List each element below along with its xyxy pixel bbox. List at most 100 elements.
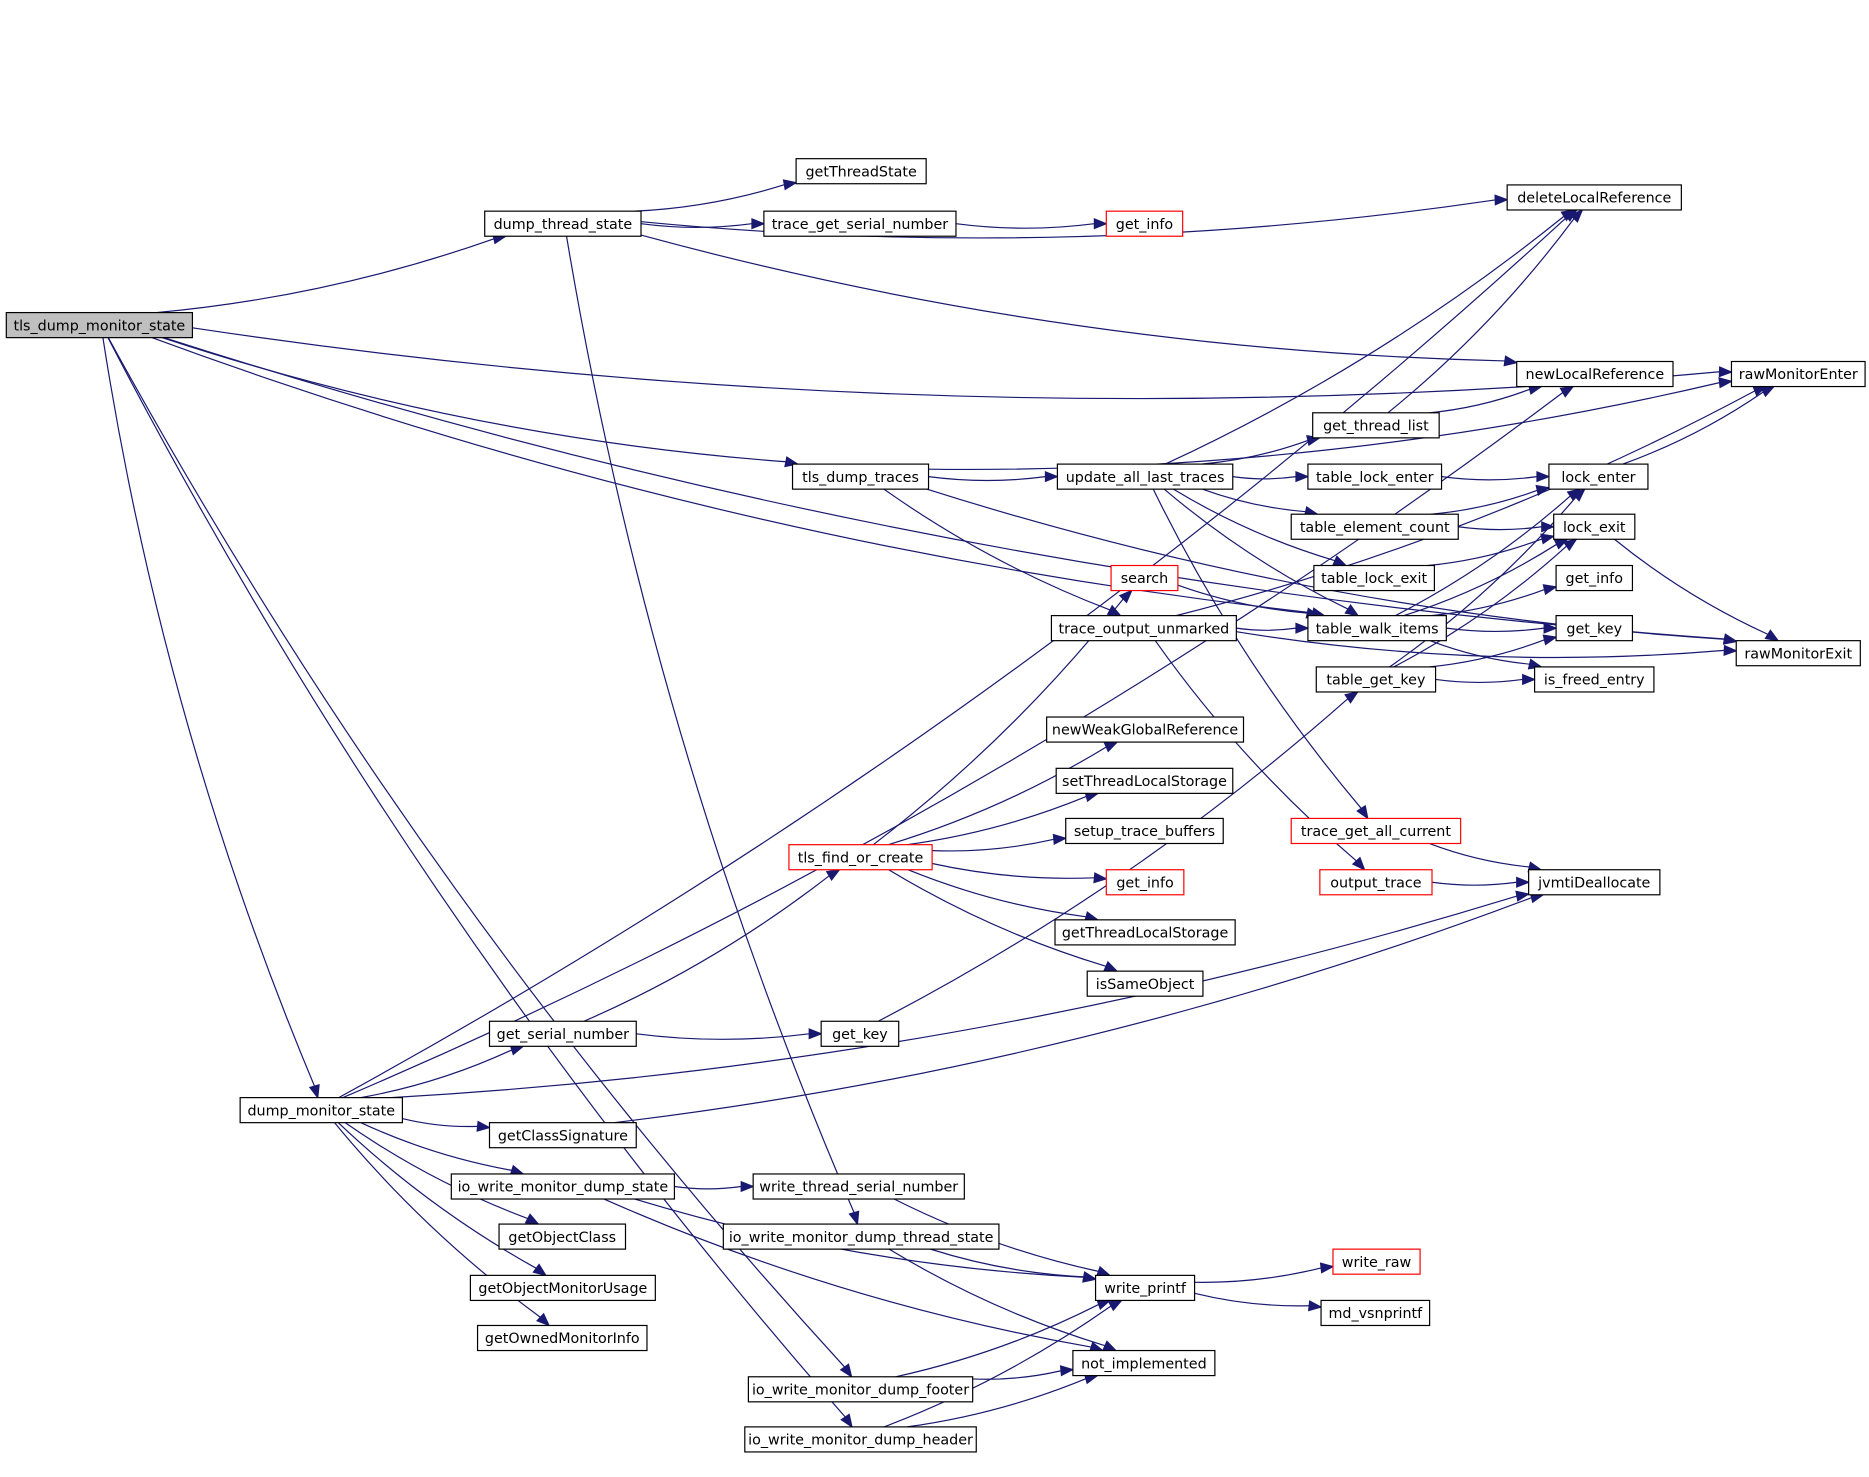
node-label: setup_trace_buffers	[1074, 824, 1215, 840]
edge-dump_monitor_state-to-jvmtiDeallocate	[391, 895, 1518, 1099]
node-label: lock_exit	[1563, 520, 1626, 536]
edge-update_all_last_traces-to-deleteLocalReference	[1164, 215, 1565, 465]
node-table_walk_items[interactable]: table_walk_items	[1307, 615, 1447, 642]
node-setup_trace_buffers[interactable]: setup_trace_buffers	[1065, 817, 1224, 845]
edge-trace_get_all_current-to-jvmtiDeallocate	[1429, 842, 1530, 868]
node-box	[1290, 817, 1462, 845]
node-isSameObject[interactable]: isSameObject	[1086, 970, 1204, 997]
node-getOwnedMonitorInfo[interactable]: getOwnedMonitorInfo	[476, 1324, 648, 1352]
node-box	[791, 463, 930, 490]
node-dump_thread_state[interactable]: dump_thread_state	[484, 210, 642, 237]
node-get_key_1[interactable]: get_key	[1555, 615, 1634, 642]
node-box	[1320, 1299, 1431, 1327]
arrowhead-icon	[1319, 1262, 1335, 1274]
edge-dump_thread_state-to-trace_get_serial_number	[640, 223, 753, 228]
edge-dump_monitor_state-to-getClassSignature	[402, 1117, 478, 1128]
node-box	[1528, 869, 1661, 896]
node-lock_exit[interactable]: lock_exit	[1553, 513, 1636, 540]
node-get_info_2[interactable]: get_info	[1555, 564, 1634, 592]
edge-dump_thread_state-to-newLocalReference	[640, 234, 1505, 362]
node-is_freed_entry[interactable]: is_freed_entry	[1534, 666, 1655, 693]
arrowhead-icon	[1494, 194, 1509, 206]
node-get_key_2[interactable]: get_key	[820, 1020, 900, 1047]
node-label: md_vsnprintf	[1328, 1306, 1423, 1322]
node-label: get_serial_number	[497, 1027, 630, 1043]
edge-io_write_monitor_dump_state-to-not_implemented	[603, 1198, 1092, 1348]
node-io_write_monitor_dump_header[interactable]: io_write_monitor_dump_header	[744, 1426, 977, 1453]
arrowhead-icon	[808, 1028, 823, 1040]
node-write_printf[interactable]: write_printf	[1094, 1274, 1196, 1302]
node-rawMonitorExit[interactable]: rawMonitorExit	[1735, 640, 1861, 667]
edge-get_thread_list-to-newLocalReference	[1429, 388, 1530, 414]
node-tls_dump_traces[interactable]: tls_dump_traces	[791, 463, 930, 490]
node-trace_get_all_current[interactable]: trace_get_all_current	[1290, 817, 1462, 845]
node-rawMonitorEnter[interactable]: rawMonitorEnter	[1730, 360, 1866, 388]
node-newWeakGlobalReference[interactable]: newWeakGlobalReference	[1046, 716, 1245, 743]
nodes-layer: tls_dump_monitor_statedump_thread_stateg…	[5, 158, 1866, 1453]
node-getClassSignature[interactable]: getClassSignature	[488, 1122, 637, 1149]
edge-lock_exit-to-rawMonitorExit	[1614, 538, 1769, 635]
node-io_write_monitor_dump_state[interactable]: io_write_monitor_dump_state	[450, 1173, 676, 1200]
node-trace_get_serial_number[interactable]: trace_get_serial_number	[763, 210, 957, 237]
node-io_write_monitor_dump_footer[interactable]: io_write_monitor_dump_footer	[747, 1376, 974, 1403]
arrowhead-icon	[1540, 533, 1556, 545]
node-getObjectMonitorUsage[interactable]: getObjectMonitorUsage	[469, 1274, 656, 1302]
node-jvmtiDeallocate[interactable]: jvmtiDeallocate	[1528, 869, 1661, 896]
node-box	[469, 1274, 656, 1302]
arrowhead-icon	[1295, 470, 1310, 483]
node-label: table_lock_exit	[1321, 571, 1427, 587]
node-label: io_write_monitor_dump_thread_state	[729, 1230, 994, 1246]
arrowhead-icon	[782, 179, 798, 191]
node-getThreadState[interactable]: getThreadState	[795, 158, 927, 185]
arrowhead-icon	[1562, 538, 1578, 552]
node-setThreadLocalStorage[interactable]: setThreadLocalStorage	[1055, 767, 1234, 794]
node-box	[1516, 360, 1674, 388]
arrowhead-icon	[1102, 1340, 1118, 1352]
node-box	[1555, 615, 1634, 642]
node-table_lock_exit[interactable]: table_lock_exit	[1313, 564, 1435, 592]
node-write_raw[interactable]: write_raw	[1332, 1248, 1421, 1275]
node-label: output_trace	[1330, 875, 1421, 891]
edge-table_walk_items-to-lock_exit	[1403, 543, 1557, 617]
arrowhead-icon	[1059, 1365, 1075, 1377]
node-table_element_count[interactable]: table_element_count	[1290, 513, 1459, 540]
arrowhead-icon	[1118, 589, 1133, 604]
node-label: getThreadState	[805, 164, 917, 180]
node-get_thread_list[interactable]: get_thread_list	[1312, 412, 1440, 439]
edge-update_all_last_traces-to-table_lock_enter	[1232, 476, 1297, 480]
node-search[interactable]: search	[1110, 564, 1179, 592]
node-box	[1312, 412, 1440, 439]
node-getThreadLocalStorage[interactable]: getThreadLocalStorage	[1054, 919, 1236, 946]
node-label: table_lock_enter	[1316, 470, 1434, 486]
node-dump_monitor_state[interactable]: dump_monitor_state	[239, 1097, 403, 1124]
node-table_lock_enter[interactable]: table_lock_enter	[1307, 463, 1443, 490]
node-newLocalReference[interactable]: newLocalReference	[1516, 360, 1674, 388]
arrowhead-icon	[1093, 872, 1108, 884]
node-get_info_1[interactable]: get_info	[1105, 210, 1184, 237]
node-md_vsnprintf[interactable]: md_vsnprintf	[1320, 1299, 1431, 1327]
node-label: trace_get_all_current	[1301, 824, 1451, 840]
node-label: get_info	[1116, 217, 1173, 233]
node-update_all_last_traces[interactable]: update_all_last_traces	[1056, 463, 1234, 490]
node-write_thread_serial_number[interactable]: write_thread_serial_number	[752, 1173, 965, 1200]
node-io_write_monitor_dump_thread_state[interactable]: io_write_monitor_dump_thread_state	[722, 1223, 1000, 1250]
node-get_serial_number[interactable]: get_serial_number	[488, 1020, 637, 1047]
node-label: get_info	[1116, 875, 1173, 891]
node-deleteLocalReference[interactable]: deleteLocalReference	[1506, 184, 1682, 211]
arrowhead-icon	[524, 1213, 540, 1225]
node-output_trace[interactable]: output_trace	[1319, 869, 1433, 896]
node-getObjectClass[interactable]: getObjectClass	[498, 1223, 627, 1250]
node-label: rawMonitorEnter	[1739, 367, 1858, 383]
node-trace_output_unmarked[interactable]: trace_output_unmarked	[1050, 615, 1237, 642]
node-get_info_3[interactable]: get_info	[1105, 869, 1185, 896]
node-lock_enter[interactable]: lock_enter	[1548, 463, 1649, 490]
node-label: table_walk_items	[1316, 621, 1439, 637]
node-not_implemented[interactable]: not_implemented	[1072, 1349, 1216, 1377]
node-table_get_key[interactable]: table_get_key	[1315, 666, 1437, 693]
node-tls_dump_monitor_state[interactable]: tls_dump_monitor_state	[5, 311, 194, 339]
arrowhead-icon	[1295, 622, 1310, 634]
arrowhead-icon	[839, 1363, 853, 1379]
edge-table_get_key-to-get_key_1	[1429, 639, 1545, 668]
node-tls_find_or_create[interactable]: tls_find_or_create	[788, 844, 933, 871]
